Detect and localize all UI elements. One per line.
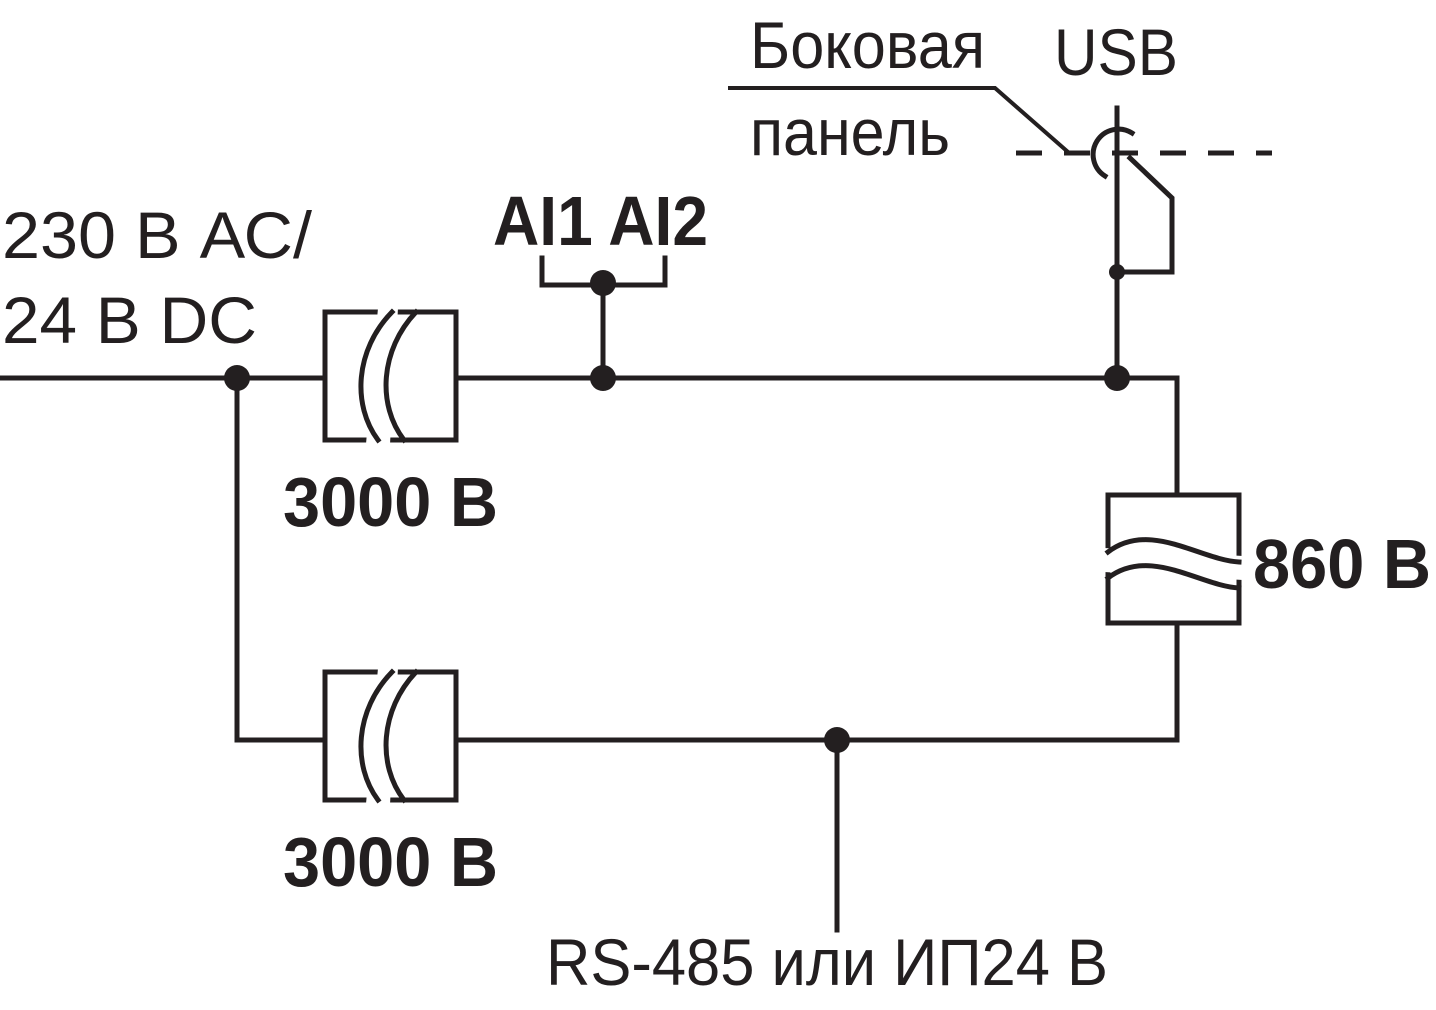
junction-usb-tap	[1109, 264, 1125, 280]
power-label-line1: 230 В АС/	[2, 198, 313, 272]
side-panel-leader	[728, 86, 1070, 154]
isolation-bottom-label: 3000 В	[283, 823, 498, 901]
junction-ai-top	[590, 270, 616, 296]
side-panel-label-line2: панель	[750, 95, 950, 169]
junction-usb-bus	[1104, 365, 1130, 391]
junction-power	[224, 365, 250, 391]
isolation-barrier-top	[322, 308, 459, 444]
junction-ai-bus	[590, 365, 616, 391]
junction-bottom	[824, 727, 850, 753]
usb-label: USB	[1054, 15, 1178, 89]
side-panel-label-line1: Боковая	[750, 8, 985, 82]
isolation-barrier-right	[1104, 492, 1243, 626]
ai-inputs-label: AI1 AI2	[493, 182, 708, 260]
isolation-right-label: 860 В	[1253, 525, 1431, 603]
usb-tap-wire	[1114, 154, 1175, 275]
power-label-line2: 24 В DC	[2, 283, 257, 357]
bottom-bus-label: RS-485 или ИП24 В	[546, 925, 1108, 999]
usb-port-icon	[1090, 126, 1136, 180]
isolation-top-label: 3000 В	[283, 463, 498, 541]
isolation-barrier-bottom	[322, 668, 459, 804]
